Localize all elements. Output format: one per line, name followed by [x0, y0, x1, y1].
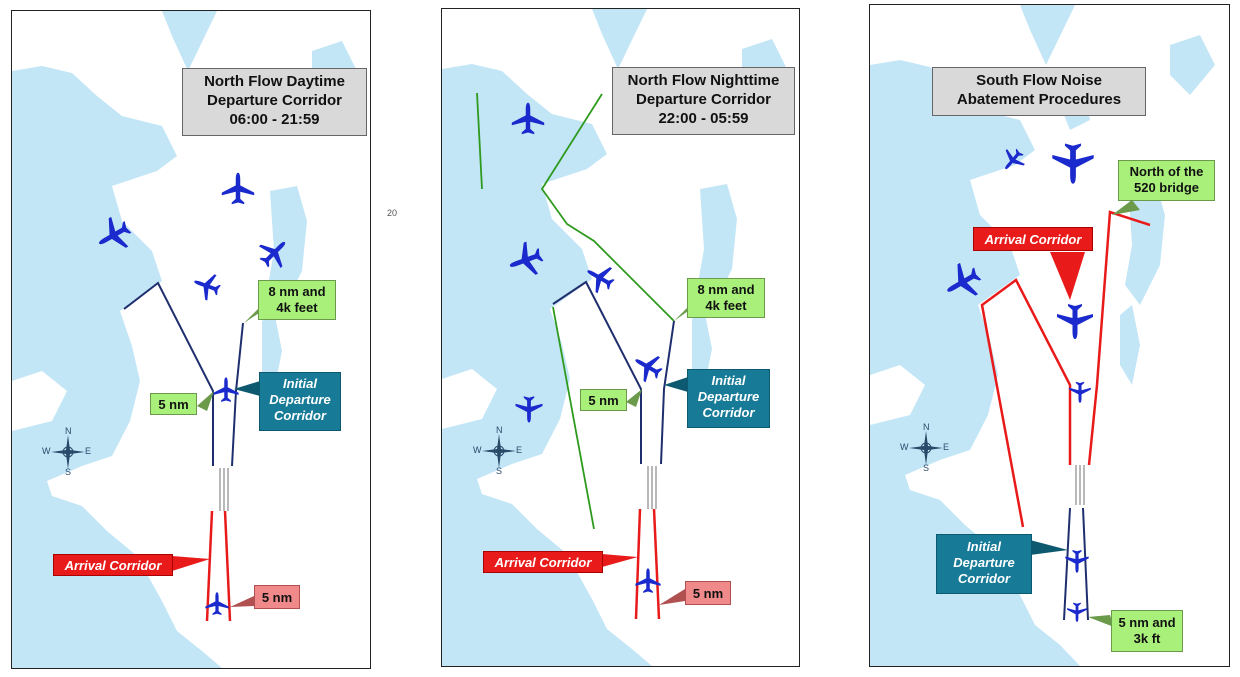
bridge-callout: North of the 520 bridge — [1118, 160, 1215, 201]
map-panel-north-day: North Flow Daytime Departure Corridor 06… — [11, 10, 371, 669]
compass-s: S — [65, 467, 72, 477]
compass-rose-icon: N S E W — [473, 425, 523, 476]
panel-title: North Flow Nighttime Departure Corridor … — [612, 67, 795, 135]
altitude-callout: 8 nm and 4k feet — [687, 278, 765, 318]
compass-n: N — [496, 425, 503, 435]
arrival-distance-callout: 5 nm — [254, 585, 300, 609]
compass-e: E — [85, 446, 92, 456]
arrival-corridor-callout: Arrival Corridor — [483, 551, 603, 573]
panel-title: South Flow Noise Abatement Procedures — [932, 67, 1146, 116]
initial-departure-corridor-callout: Initial Departure Corridor — [687, 369, 770, 428]
map-panel-south-flow: South Flow Noise Abatement Procedures No… — [869, 4, 1230, 667]
initial-departure-corridor-callout: Initial Departure Corridor — [259, 372, 341, 431]
compass-s: S — [496, 466, 503, 476]
arrival-corridor-callout: Arrival Corridor — [973, 227, 1093, 251]
compass-n: N — [923, 422, 930, 432]
compass-rose-icon: N S E W — [900, 422, 950, 473]
arrival-corridor-callout: Arrival Corridor — [53, 554, 173, 576]
arrival-distance-callout: 5 nm — [685, 581, 731, 605]
compass-w: W — [42, 446, 51, 456]
map-panel-north-night: North Flow Nighttime Departure Corridor … — [441, 8, 800, 667]
compass-e: E — [516, 445, 523, 455]
compass-w: W — [473, 445, 482, 455]
compass-rose-icon: N S E W — [42, 426, 92, 477]
distance-callout: 5 nm — [580, 389, 627, 411]
page-number: 20 — [387, 208, 398, 218]
initial-departure-corridor-callout: Initial Departure Corridor — [936, 534, 1032, 594]
compass-w: W — [900, 442, 909, 452]
panel-title: North Flow Daytime Departure Corridor 06… — [182, 68, 367, 136]
altitude-callout: 8 nm and 4k feet — [258, 280, 336, 320]
compass-n: N — [65, 426, 72, 436]
altitude-callout: 5 nm and 3k ft — [1111, 610, 1183, 652]
distance-callout: 5 nm — [150, 393, 197, 415]
compass-e: E — [943, 442, 950, 452]
compass-s: S — [923, 463, 930, 473]
